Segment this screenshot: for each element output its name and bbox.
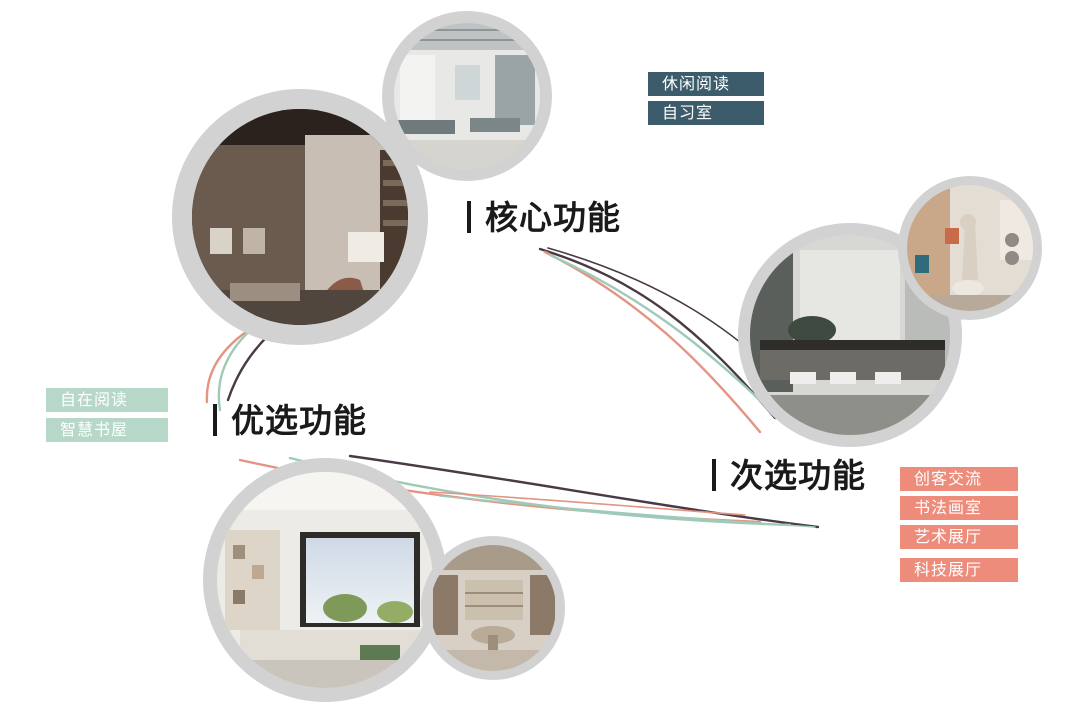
robot-exhibit-photo xyxy=(898,176,1042,320)
curve-core-secondary-teal xyxy=(548,253,782,422)
secondary-tag-tech-gallery: 科技展厅 xyxy=(900,558,1018,582)
curve-preferred-secondary-dark xyxy=(348,454,820,529)
window-reading-photo xyxy=(203,458,447,702)
preferred-tag-smart-bookhouse: 智慧书屋 xyxy=(46,418,168,442)
core-function-title: 核心功能 xyxy=(485,198,621,237)
heading-bar xyxy=(213,404,217,436)
core-tag-leisure-reading: 休闲阅读 xyxy=(648,72,764,96)
preferred-function-heading: 优选功能 xyxy=(213,401,367,441)
curve-core-secondary-dark xyxy=(538,247,777,420)
curve-preferred-secondary-teal-2 xyxy=(439,495,816,528)
heading-bar xyxy=(467,201,471,233)
secondary-tag-art-gallery: 艺术展厅 xyxy=(900,525,1018,549)
open-library-photo xyxy=(382,11,552,181)
core-function-heading: 核心功能 xyxy=(467,198,621,238)
preferred-function-title: 优选功能 xyxy=(231,401,367,440)
heading-bar xyxy=(712,459,716,491)
curve-preferred-secondary-coral-2 xyxy=(429,491,746,516)
bookshelf-room-photo xyxy=(421,536,565,680)
curve-core-secondary-coral xyxy=(543,250,762,434)
secondary-function-title: 次选功能 xyxy=(730,456,866,495)
secondary-function-heading: 次选功能 xyxy=(712,456,866,496)
core-tag-study-room: 自习室 xyxy=(648,101,764,125)
lounge-reading-photo xyxy=(172,89,428,345)
secondary-tag-maker-exchange: 创客交流 xyxy=(900,467,1018,491)
tea-room-photo xyxy=(738,223,962,447)
preferred-tag-free-reading: 自在阅读 xyxy=(46,388,168,412)
secondary-tag-calligraphy-studio: 书法画室 xyxy=(900,496,1018,520)
